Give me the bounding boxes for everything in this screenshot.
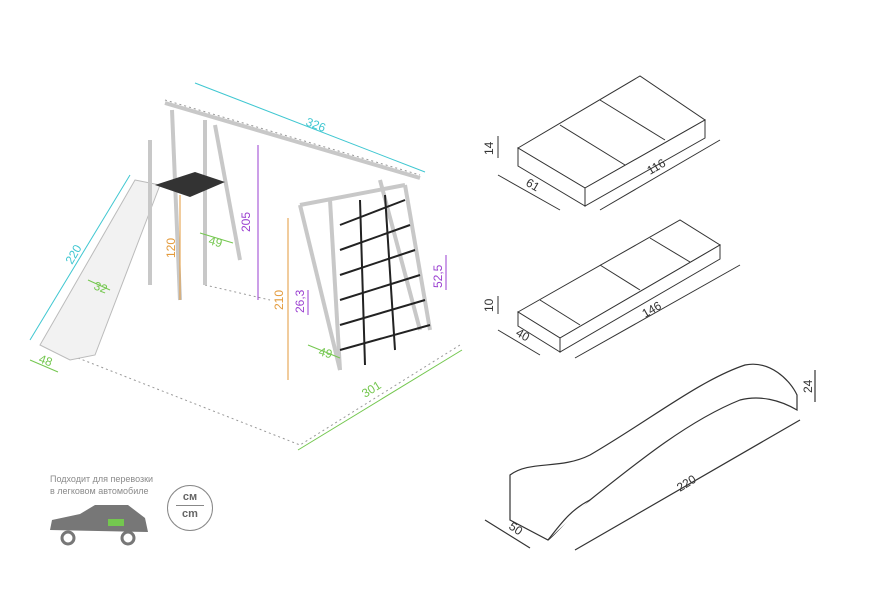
label-61: 61: [524, 175, 543, 194]
dim-326: [194, 82, 426, 173]
dim-301: [297, 349, 463, 451]
units-divider: [176, 505, 204, 506]
label-120: 120: [164, 238, 178, 258]
car-transport-note: Подходит для перевозки в легковом автомо…: [50, 474, 154, 496]
label-52-5: 52,5: [431, 264, 445, 288]
label-10: 10: [482, 298, 496, 312]
label-49-platform: 49: [207, 233, 224, 250]
dim-220: [29, 174, 131, 341]
dim-49-b: [307, 344, 341, 359]
platform: [155, 172, 225, 197]
label-32: 32: [92, 279, 110, 297]
slide: [39, 179, 161, 361]
label-326: 326: [304, 115, 328, 135]
label-210: 210: [272, 290, 286, 310]
label-205: 205: [239, 212, 253, 232]
dim-32: [87, 279, 111, 291]
slide-part: [484, 363, 816, 551]
package-box-2: [497, 219, 741, 359]
footprint-lines: [77, 99, 461, 446]
units-latin: cm: [182, 508, 198, 520]
label-26-3: 26,3: [293, 289, 307, 313]
package-box-1: [497, 75, 721, 211]
units-cyrillic: см: [182, 491, 198, 503]
label-14: 14: [482, 141, 496, 155]
units-badge: см cm: [167, 485, 213, 531]
label-24: 24: [801, 379, 815, 393]
car-icon: [50, 505, 148, 546]
label-48: 48: [37, 352, 55, 370]
label-220: 220: [62, 242, 84, 267]
dim-49-a: [199, 232, 234, 244]
dim-48: [29, 359, 59, 373]
label-301: 301: [359, 378, 384, 401]
label-40: 40: [514, 325, 533, 344]
label-49-climber: 49: [317, 344, 334, 361]
climbing-net: [339, 194, 431, 366]
